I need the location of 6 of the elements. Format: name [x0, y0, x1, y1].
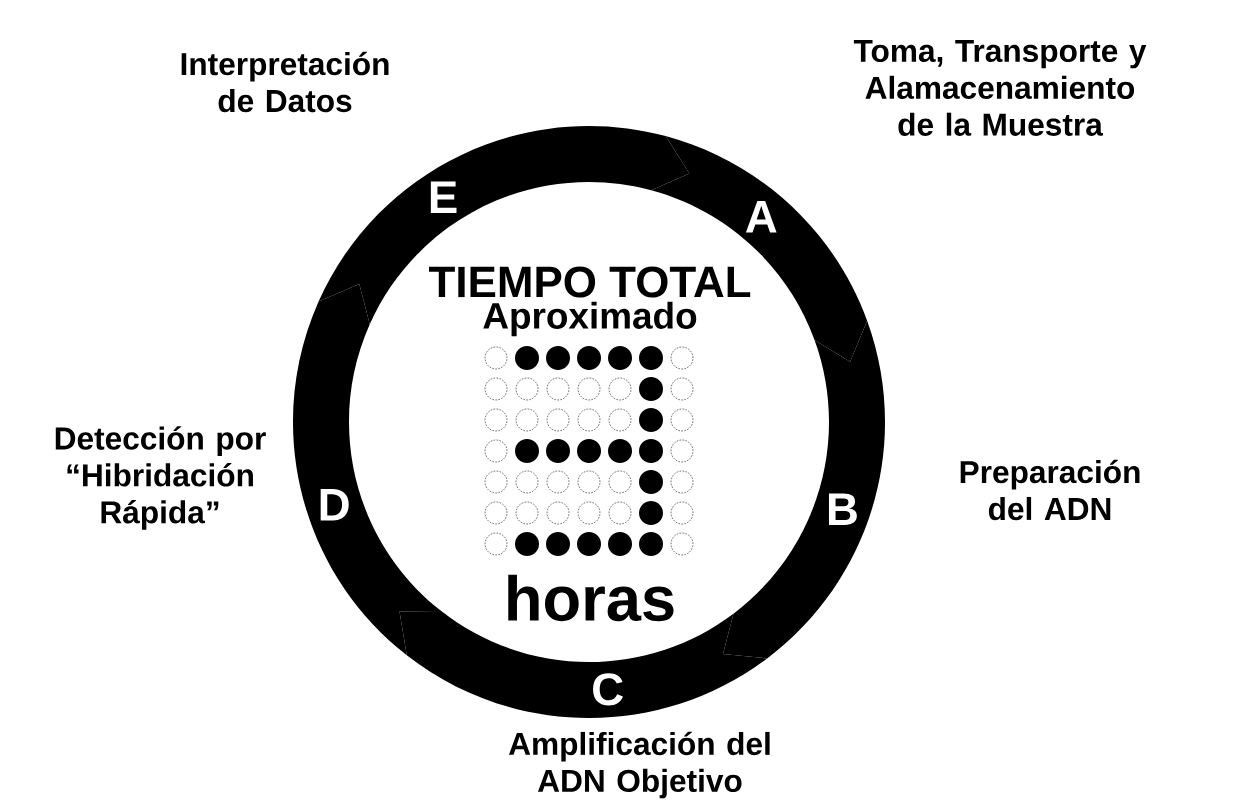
arrow-segment: B: [723, 320, 885, 659]
stage-label: Interpretación de Datos: [181, 51, 389, 113]
stage-label: Detección por “Hibridación Rápida”: [55, 426, 266, 530]
stage-label: Toma, Transporte y Alamacenamiento de la Muestra: [853, 40, 1147, 136]
stage-label: Amplificación del ADN Objetivo: [509, 731, 770, 799]
stage-label: Preparación del ADN: [960, 459, 1140, 521]
